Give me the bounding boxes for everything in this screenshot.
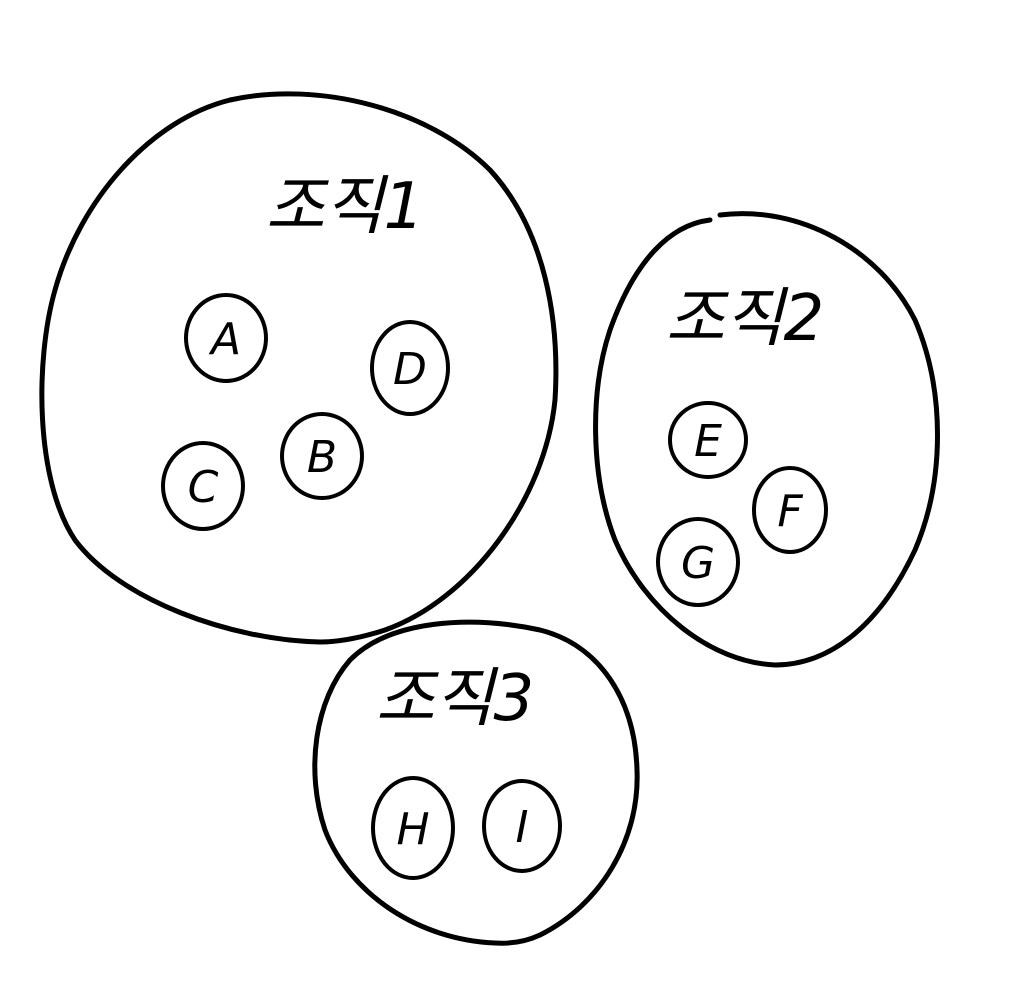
member-d: D (370, 320, 450, 416)
group-3-boundary (312, 619, 640, 946)
member-e-label: E (694, 416, 722, 467)
member-c-circle (161, 441, 245, 531)
group-2-boundary (593, 211, 940, 668)
member-h: H (371, 776, 455, 880)
member-c-label: C (188, 462, 219, 513)
group-2-label: 조직2 (666, 282, 824, 356)
member-f-label: F (777, 486, 803, 537)
member-e: E (668, 401, 748, 479)
member-i: I (482, 779, 562, 873)
member-c: C (161, 441, 245, 531)
member-b-circle (280, 412, 364, 500)
member-f-circle (752, 466, 828, 554)
member-a-circle (184, 293, 268, 383)
member-d-circle (370, 320, 450, 416)
member-g-label: G (681, 538, 715, 589)
group-2: 조직2 E F G (593, 211, 940, 668)
member-e-circle (668, 401, 748, 479)
member-a: A (184, 293, 268, 383)
member-h-label: H (396, 804, 429, 855)
member-b: B (280, 412, 364, 500)
group-1-boundary (39, 91, 559, 645)
member-d-label: D (393, 344, 427, 395)
group-1: 조직1 A B C D (39, 91, 559, 645)
member-i-circle (482, 779, 562, 873)
member-f: F (752, 466, 828, 554)
member-g-circle (656, 517, 740, 607)
member-i-label: I (516, 802, 529, 853)
member-h-circle (371, 776, 455, 880)
group-3-label: 조직3 (376, 662, 534, 736)
member-g: G (656, 517, 740, 607)
member-a-label: A (208, 314, 241, 365)
member-b-label: B (307, 432, 337, 483)
group-3: 조직3 H I (312, 619, 640, 946)
group-1-label: 조직1 (266, 170, 424, 244)
